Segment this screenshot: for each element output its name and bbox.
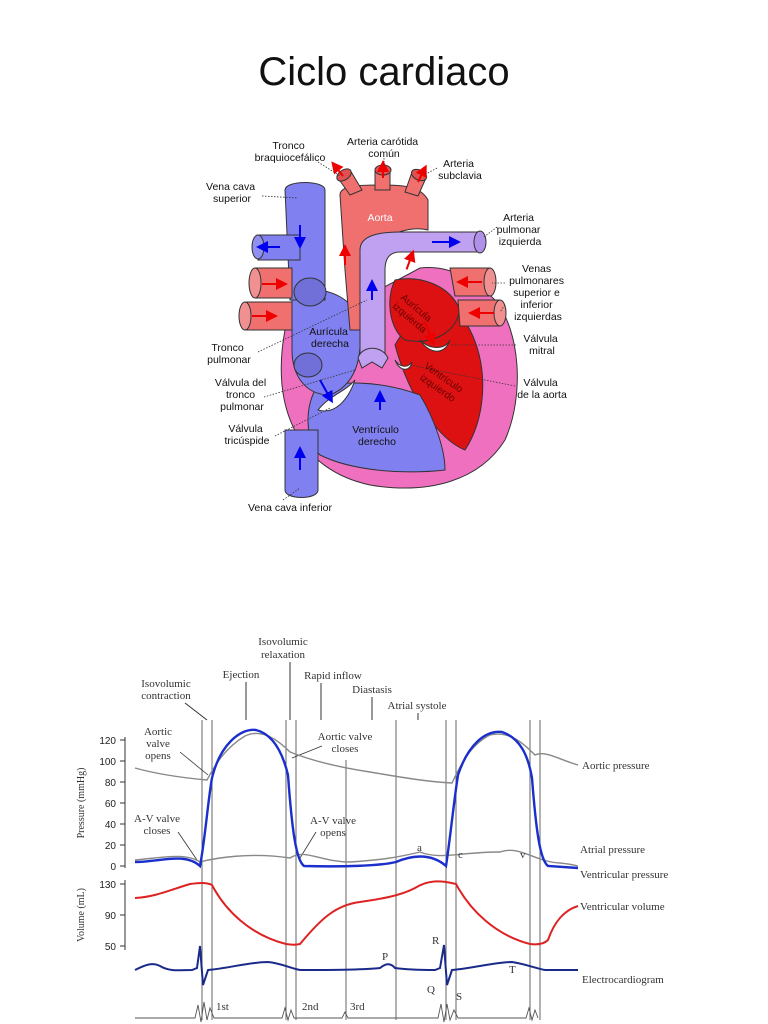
label-venas-pulmonares: Venas pulmonares superior e inferior izq… [509, 263, 567, 323]
svc-opening [293, 277, 327, 307]
svg-text:Isovolumic: Isovolumic [141, 678, 191, 690]
left-atrium [389, 278, 461, 342]
svg-text:Atrial systole: Atrial systole [388, 700, 447, 712]
pulmonary-valve-shape [357, 347, 389, 369]
flow-arrows-blue [256, 225, 461, 470]
svg-text:a: a [417, 842, 422, 854]
svg-text:P: P [382, 951, 388, 963]
svg-text:1st: 1st [216, 1001, 229, 1013]
pulmonary-artery-end [473, 230, 487, 254]
ecg-line [134, 944, 578, 986]
label-valvula-mitral: Válvula mitral [523, 333, 560, 357]
svg-text:Atrial pressure: Atrial pressure [580, 844, 645, 856]
svg-text:A-V valve: A-V valve [310, 815, 356, 827]
label-carotida: Arteria carótida común [347, 136, 421, 160]
svg-text:Rapid inflow: Rapid inflow [304, 670, 362, 682]
svg-text:3rd: 3rd [350, 1001, 365, 1013]
inferior-vena-cava [284, 429, 319, 498]
label-valvula-tricuspide: Válvula tricúspide [225, 423, 270, 447]
svg-text:closes: closes [144, 825, 171, 837]
pressure-axis-title: Pressure (mmHg) [76, 768, 87, 839]
mitral-valve-shape [419, 339, 451, 352]
svg-text:90: 90 [105, 911, 117, 922]
volume-axis [120, 880, 126, 950]
svg-text:R: R [432, 935, 440, 947]
event-pointers [177, 745, 323, 861]
svg-text:80: 80 [105, 778, 117, 789]
label-arteria-pulmonar: Arteria pulmonar izquierda [497, 212, 544, 248]
svg-text:130: 130 [99, 880, 116, 891]
svg-text:40: 40 [105, 820, 117, 831]
pv-left-top-end [483, 267, 497, 297]
pressure-axis [120, 737, 126, 868]
svg-text:Isovolumic: Isovolumic [258, 636, 308, 648]
label-aorta: Aorta [367, 212, 392, 224]
svg-text:Ventricular pressure: Ventricular pressure [580, 869, 668, 881]
svg-text:100: 100 [99, 757, 116, 768]
svg-text:20: 20 [105, 841, 117, 852]
svg-text:Diastasis: Diastasis [352, 684, 392, 696]
pv-left-low-end [493, 299, 507, 327]
label-tronco-pulmonar: Tronco pulmonar [207, 342, 251, 366]
label-subclavia: Arteria subclavia [438, 158, 482, 182]
label-valvula-tronco: Válvula del tronco pulmonar [215, 377, 269, 413]
aortic-valve-shape [394, 359, 413, 370]
pressure-ticks: 120 100 80 60 40 20 0 [99, 736, 116, 873]
svg-text:120: 120 [99, 736, 116, 747]
wave-letters: a c v P R Q S T [382, 842, 526, 1003]
ivc-opening [293, 352, 323, 378]
page-title: Ciclo cardiaco [258, 50, 510, 94]
label-vena-cava-inf: Vena cava inferior [248, 502, 333, 514]
svg-text:S: S [456, 991, 462, 1003]
label-valvula-aorta: Válvula de la aorta [517, 377, 567, 401]
svg-text:Electrocardiogram: Electrocardiogram [582, 974, 664, 986]
heart-sounds-trace [135, 1001, 539, 1023]
volume-ticks: 130 90 50 [99, 880, 116, 953]
svg-text:contraction: contraction [141, 690, 191, 702]
svg-text:valve: valve [146, 738, 170, 750]
svg-text:Aortic: Aortic [144, 726, 172, 738]
svg-text:50: 50 [105, 942, 117, 953]
svg-text:Aortic valve: Aortic valve [318, 731, 373, 743]
series-labels: Aortic pressure Atrial pressure Ventricu… [580, 760, 668, 986]
phase-pointers [184, 662, 419, 721]
event-labels: Aortic valve opens Aortic valve closes A… [134, 726, 372, 839]
label-vena-cava-sup: Vena cava superior [206, 181, 258, 205]
label-tronco-braquio: Tronco braquiocefálico [255, 140, 326, 164]
svg-text:60: 60 [105, 799, 117, 810]
svg-text:closes: closes [332, 743, 359, 755]
sound-labels: 1st 2nd 3rd [216, 1001, 365, 1013]
ventricular-pressure-line [134, 728, 579, 870]
svg-text:A-V valve: A-V valve [134, 813, 180, 825]
svg-text:Ejection: Ejection [223, 669, 260, 681]
svg-text:Ventricular volume: Ventricular volume [580, 901, 665, 913]
atrial-pressure-line [134, 849, 579, 867]
label-ventriculo-der: Ventrículo derecho [352, 424, 402, 448]
pv-right-low-end [238, 301, 252, 331]
svg-text:relaxation: relaxation [261, 649, 305, 661]
svg-text:Aortic pressure: Aortic pressure [582, 760, 650, 772]
pv-right-mid-end [248, 267, 262, 299]
svg-text:T: T [509, 964, 516, 976]
heart-diagram: Tronco braquiocefálico Arteria carótida … [206, 136, 567, 514]
flow-arrows-red [252, 160, 494, 346]
svg-text:0: 0 [110, 862, 116, 873]
svg-text:opens: opens [320, 827, 346, 839]
svg-text:v: v [520, 849, 526, 861]
label-auricula-derecha: Aurícula derecha [309, 326, 350, 350]
aortic-pressure-line [134, 732, 579, 784]
phase-labels: Isovolumic contraction Ejection Isovolum… [141, 636, 446, 712]
volume-axis-title: Volume (mL) [76, 888, 87, 942]
svg-text:Q: Q [427, 984, 435, 996]
phase-lines [201, 720, 541, 1020]
leader-lines [257, 158, 516, 501]
svg-text:2nd: 2nd [302, 1001, 319, 1013]
svg-text:opens: opens [145, 750, 171, 762]
svg-text:c: c [458, 849, 463, 861]
ventricular-volume-line [134, 880, 579, 946]
